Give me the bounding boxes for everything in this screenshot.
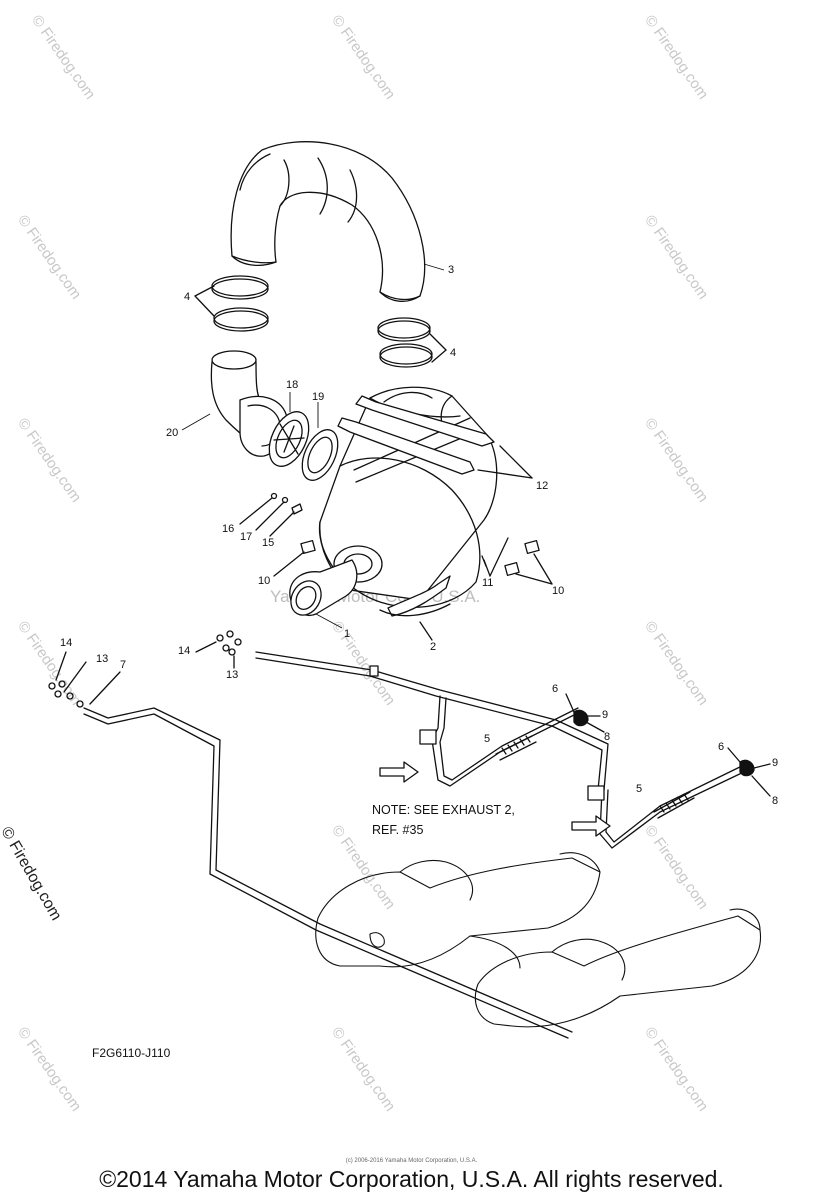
callout-8-lower: 8 — [772, 795, 778, 807]
callout-layer: 3 4 4 18 19 20 12 16 17 15 10 11 10 1 2 … — [60, 263, 778, 807]
part-4-clamps-left — [194, 275, 269, 332]
callout-7: 7 — [120, 659, 126, 671]
callout-4-left: 4 — [184, 291, 190, 303]
callout-8-upper: 8 — [604, 731, 610, 743]
callout-5-lower: 5 — [636, 783, 642, 795]
callout-12: 12 — [536, 480, 548, 492]
callout-15: 15 — [262, 537, 274, 549]
callout-6-lower: 6 — [718, 741, 724, 753]
callout-11: 11 — [482, 577, 493, 589]
note-line-1: NOTE: SEE EXHAUST 2, — [372, 803, 515, 817]
note-line-2: REF. #35 — [372, 823, 424, 837]
part-12-straps — [337, 391, 533, 479]
callout-3: 3 — [448, 264, 454, 276]
callout-5-upper: 5 — [484, 733, 490, 745]
part-19-ring — [301, 429, 339, 481]
callout-17: 17 — [240, 531, 252, 543]
part-18-screen — [268, 411, 310, 467]
callout-16: 16 — [222, 523, 234, 535]
part-2-bracket — [379, 575, 451, 641]
tiny-credit: (c) 2006-2016 Yamaha Motor Corporation, … — [345, 1158, 478, 1164]
callout-9-lower: 9 — [772, 757, 778, 769]
parts-6-8-9-caps — [565, 693, 771, 797]
cooling-pipe-upper — [255, 651, 609, 791]
callout-2: 2 — [430, 641, 436, 653]
callout-6-upper: 6 — [552, 683, 558, 695]
part-10-clips — [273, 539, 553, 585]
flow-arrows — [379, 761, 611, 837]
callout-1: 1 — [344, 628, 350, 640]
fasteners-13-14 — [48, 630, 242, 708]
callout-20: 20 — [166, 427, 178, 439]
note-text: NOTE: SEE EXHAUST 2, REF. #35 — [372, 800, 515, 840]
callout-13-center: 13 — [226, 669, 238, 681]
part-4-clamps-right — [377, 317, 447, 368]
callout-18: 18 — [286, 379, 298, 391]
callout-19: 19 — [312, 391, 324, 403]
hose-corrugation — [495, 735, 695, 819]
copyright-footer: ©2014 Yamaha Motor Corporation, U.S.A. A… — [99, 1166, 724, 1192]
exploded-view-drawing — [48, 141, 771, 1039]
callout-4-right: 4 — [450, 347, 456, 359]
callout-10-right: 10 — [552, 585, 564, 597]
small-hardware — [239, 492, 509, 577]
callout-14-center: 14 — [178, 645, 190, 657]
callout-9-upper: 9 — [602, 709, 608, 721]
exhaust-outline — [315, 852, 762, 1028]
callout-13-left: 13 — [96, 653, 108, 665]
callout-14-left: 14 — [60, 637, 72, 649]
drawing-code: F2G6110-J110 — [92, 1046, 171, 1060]
callout-10-left: 10 — [258, 575, 270, 587]
part-3-duct — [230, 141, 426, 302]
